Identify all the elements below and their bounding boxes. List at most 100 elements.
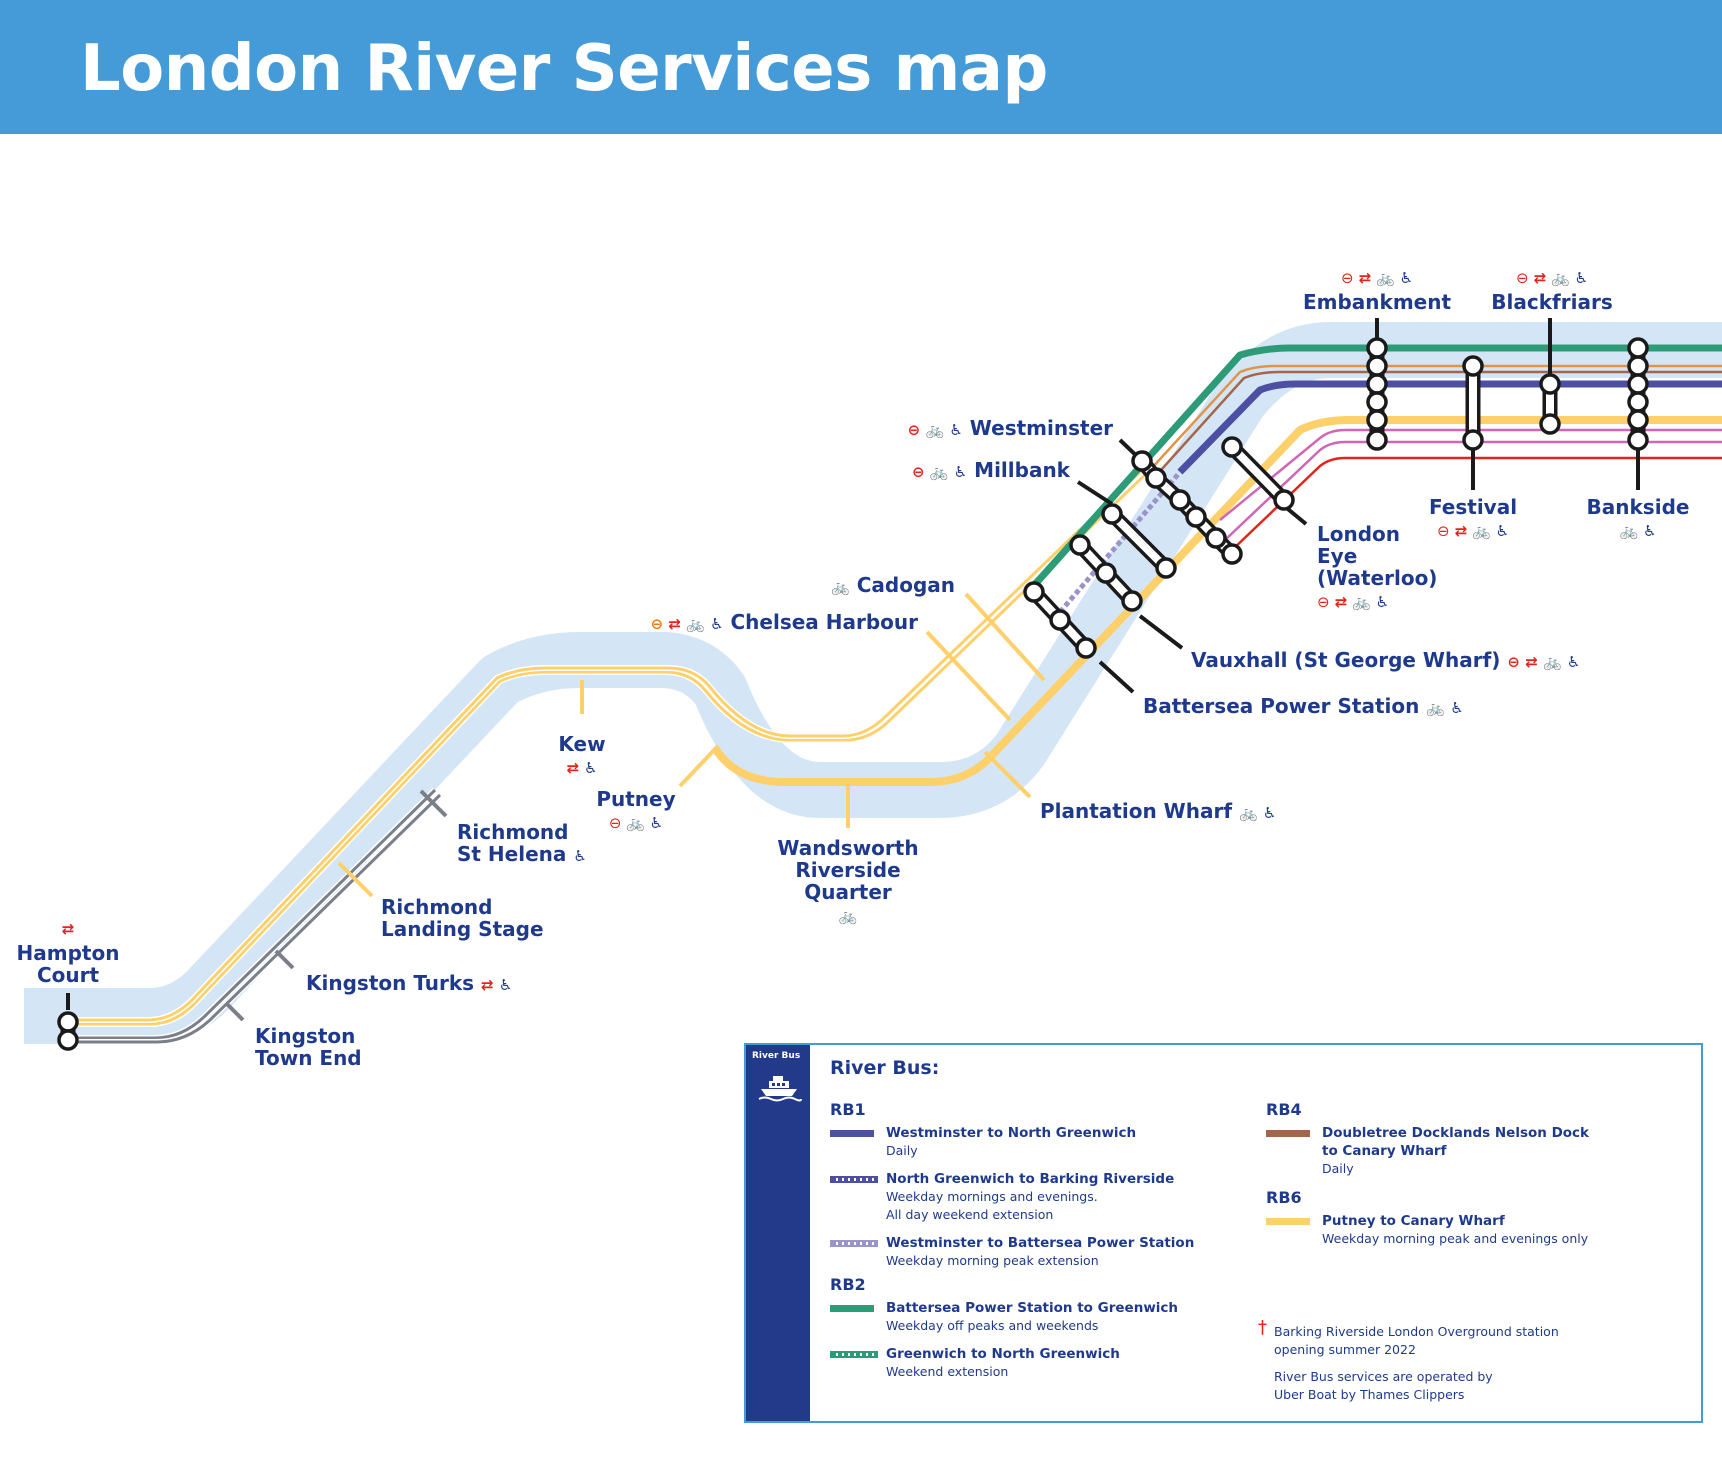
access-icon: ♿ (944, 421, 963, 439)
pier-name-line: ⊖ 🚲 ♿ Westminster (908, 416, 1113, 440)
access-icon: ♿ (1258, 804, 1277, 822)
bike-icon: 🚲 (1538, 653, 1562, 671)
legend-swatch (830, 1240, 878, 1247)
route-rb2 (1027, 344, 1722, 593)
pier-name-line: Embankment (1303, 290, 1451, 314)
pier-embankment[interactable]: ⊖ ⇄ 🚲 ♿ Embankment (1303, 269, 1451, 314)
pier-name-line: Quarter (804, 880, 892, 904)
pier-name-line: Festival (1429, 495, 1517, 519)
legend-item-desc: Weekday morning peak and evenings only (1322, 1231, 1589, 1246)
bike-icon: 🚲 (1546, 269, 1569, 287)
legend-route-rb1: RB1 (830, 1100, 866, 1119)
legend-item-desc: Weekday mornings and evenings.All day we… (886, 1189, 1098, 1222)
access-icon: ♿ (705, 615, 724, 633)
route-rb6 (711, 416, 1722, 786)
legend-item-desc: Daily (1322, 1161, 1354, 1176)
route-lines (70, 344, 1722, 1045)
pier-kew[interactable]: Kew⇄ ♿ (558, 732, 605, 777)
pier-millbank[interactable]: ⊖ 🚲 ♿ Millbank (912, 458, 1071, 482)
pill-westminster (1131, 450, 1243, 565)
bike-icon: 🚲 (1620, 522, 1639, 540)
pier-icons: 🚲 (839, 907, 858, 925)
bike-icon: 🚲 (1467, 522, 1490, 540)
rail-icon: ⇄ (1450, 522, 1468, 540)
page-title: London River Services map (80, 32, 1048, 106)
tick-putney (678, 744, 720, 788)
pier-festival[interactable]: Festival ⊖ ⇄ 🚲 ♿ (1429, 495, 1517, 540)
tube-icon: ⊖ (609, 814, 622, 832)
bike-icon: 🚲 (839, 907, 858, 925)
legend-note: Barking Riverside London Overground stat… (1274, 1324, 1559, 1357)
access-icon: ♿ (1395, 269, 1413, 287)
pier-name-line: (Waterloo) (1317, 566, 1437, 590)
tube-icon: ⊖ (908, 421, 921, 439)
bike-icon: 🚲 (920, 421, 944, 439)
pier-name-line: London (1317, 522, 1400, 546)
pier-name-line: 🚲 Cadogan (831, 573, 955, 597)
pier-plantation-wharf[interactable]: Plantation Wharf 🚲 ♿ (1040, 799, 1276, 823)
pier-name-line: Court (37, 963, 100, 987)
rail-icon: ⇄ (1520, 653, 1538, 671)
rail-icon: ⇄ (1354, 269, 1372, 287)
pier-chelsea-harbour[interactable]: ⊖ ⇄ 🚲 ♿ Chelsea Harbour (651, 610, 919, 634)
legend-item-desc: Weekday off peaks and weekends (886, 1318, 1099, 1333)
pier-name-line: Town End (255, 1046, 362, 1070)
route-yellow-upper-b (70, 464, 1148, 1022)
tick-kingston-turks (274, 949, 295, 970)
legend-side-label: River Bus (752, 1051, 801, 1061)
pier-putney[interactable]: Putney⊖ 🚲 ♿ (596, 787, 675, 832)
pier-name-line: Kingston (255, 1024, 355, 1048)
pier-bankside[interactable]: Bankside🚲 ♿ (1587, 495, 1690, 540)
pier-icons: ⊖ ⇄ 🚲 ♿ (1341, 269, 1413, 287)
pill-bankside (1627, 337, 1649, 451)
pier-icons: ⊖ ⇄ 🚲 ♿ (1516, 269, 1588, 287)
pier-name-line: Putney (596, 787, 675, 811)
river-bus-boat-icon (758, 1076, 802, 1102)
bike-icon: 🚲 (925, 463, 949, 481)
pier-icons: ⊖ ⇄ 🚲 ♿ (1317, 593, 1389, 611)
pill-embankment (1366, 337, 1388, 451)
access-icon: ♿ (1371, 593, 1389, 611)
pier-name-line: Kingston Turks ⇄ ♿ (306, 971, 512, 995)
tube-icon: ⊖ (1507, 653, 1520, 671)
pier-cadogan[interactable]: 🚲 Cadogan (831, 573, 955, 597)
legend-item-name: North Greenwich to Barking Riverside (886, 1171, 1175, 1187)
pier-kingston-turks[interactable]: Kingston Turks ⇄ ♿ (306, 971, 512, 995)
tube-icon: ⊖ (1437, 522, 1450, 540)
pier-westminster[interactable]: ⊖ 🚲 ♿ Westminster (908, 416, 1113, 440)
route-grey-a (70, 788, 437, 1040)
pill-battersea-power-station (1023, 581, 1097, 659)
tick-cadogan (964, 592, 1046, 682)
rail-icon: ⇄ (663, 615, 681, 633)
rail-icon: ⇄ (567, 759, 580, 777)
route-rb1 (1177, 380, 1722, 475)
bike-icon: 🚲 (1239, 804, 1258, 822)
rail-icon: ⇄ (1529, 269, 1547, 287)
tick-millbank-ext (1076, 480, 1114, 506)
legend-swatch (830, 1176, 878, 1183)
pier-name-line: Riverside (795, 858, 900, 882)
pill-london-eye (1221, 436, 1295, 511)
route-orange (1149, 364, 1722, 471)
pier-blackfriars[interactable]: ⊖ ⇄ 🚲 ♿Blackfriars (1491, 269, 1612, 314)
access-icon: ♿ (1562, 653, 1581, 671)
pill-blackfriars (1539, 373, 1561, 435)
pier-battersea-power-station[interactable]: Battersea Power Station 🚲 ♿ (1143, 694, 1464, 718)
pier-vauxhall-st-george-wharf[interactable]: Vauxhall (St George Wharf) ⊖ ⇄ 🚲 ♿ (1191, 648, 1580, 672)
route-brown (1151, 370, 1722, 481)
pier-icons: ⊖ ⇄ 🚲 ♿ (1437, 522, 1509, 540)
pier-name-line: Richmond (381, 895, 492, 919)
header-bar: London River Services map (0, 0, 1722, 134)
legend-swatch (1266, 1130, 1310, 1137)
legend-route-rb6: RB6 (1266, 1188, 1302, 1207)
legend-item-name: Westminster to Battersea Power Station (886, 1235, 1195, 1251)
legend-item-name: Battersea Power Station to Greenwich (886, 1300, 1179, 1316)
